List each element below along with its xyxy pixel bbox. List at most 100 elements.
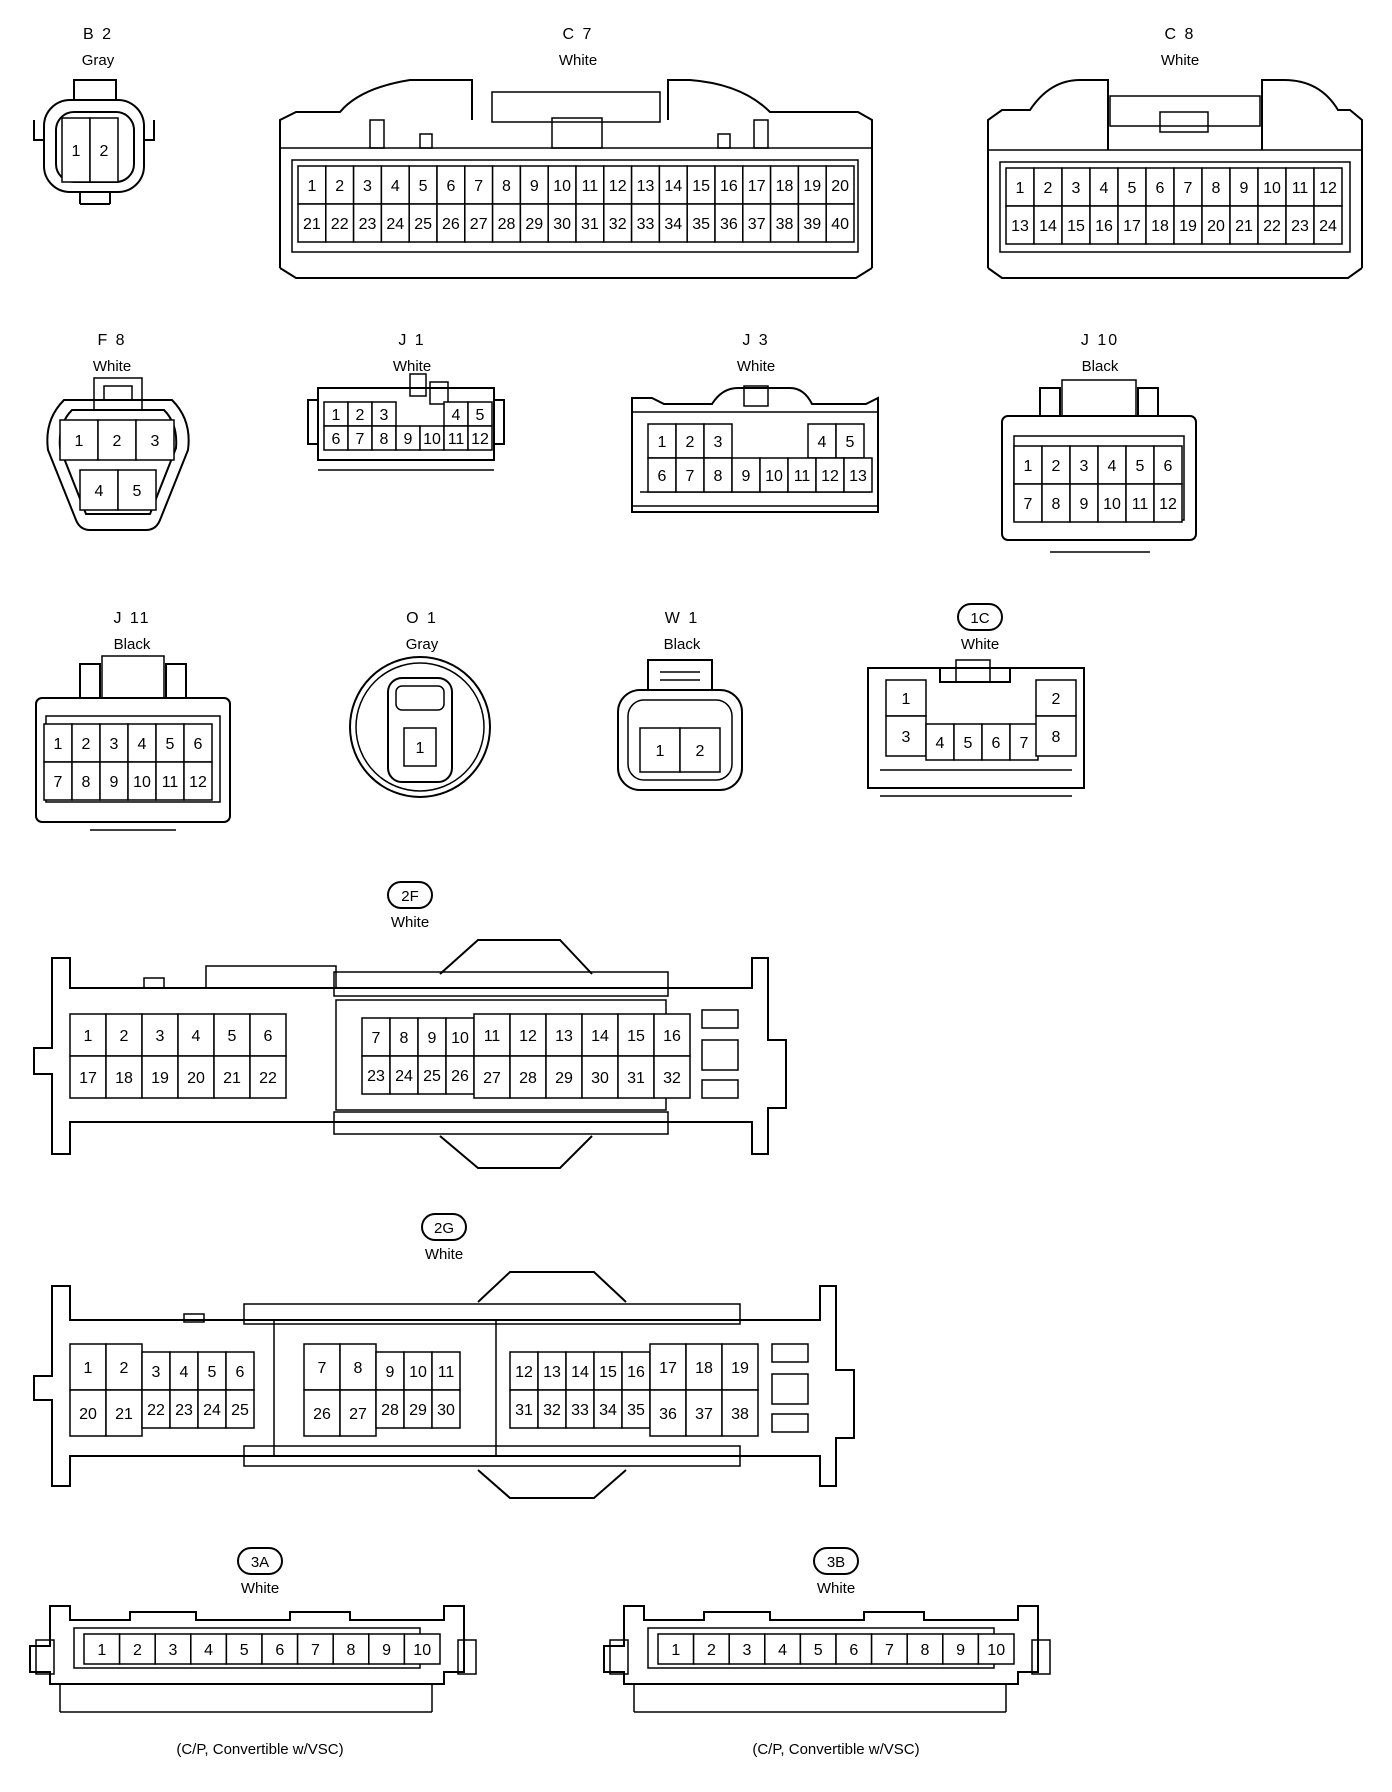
svg-text:11: 11	[582, 178, 599, 195]
svg-text:8: 8	[502, 178, 511, 195]
svg-text:1: 1	[671, 1642, 680, 1659]
connector-2F-pin-19: 19	[141, 1055, 179, 1099]
svg-text:39: 39	[803, 216, 821, 233]
connector-B2-color: Gray	[82, 52, 115, 69]
svg-text:6: 6	[236, 1364, 245, 1381]
connector-2G-pin-22: 22	[141, 1389, 171, 1429]
connector-2F-pin-27: 27	[473, 1055, 511, 1099]
svg-text:9: 9	[1080, 496, 1089, 513]
connector-C7-body	[279, 79, 873, 279]
connector-J11-pin-11: 11	[155, 761, 185, 801]
svg-text:16: 16	[627, 1364, 645, 1381]
svg-text:7: 7	[372, 1030, 381, 1047]
connector-1C-code: 1C	[970, 610, 989, 627]
connector-3A-color: White	[241, 1580, 279, 1597]
connector-C8-pin-18: 18	[1145, 205, 1175, 245]
connector-2F-pin-21: 21	[213, 1055, 251, 1099]
connector-J11-pin-10: 10	[127, 761, 157, 801]
connector-3B-pin-3: 3	[728, 1633, 766, 1665]
connector-2G-pin-12: 12	[509, 1351, 539, 1391]
svg-text:2: 2	[707, 1642, 716, 1659]
connector-2G-pin-26: 26	[303, 1389, 341, 1437]
svg-text:7: 7	[1020, 735, 1029, 752]
svg-text:15: 15	[692, 178, 710, 195]
connector-C8-pin-19: 19	[1173, 205, 1203, 245]
connector-C8-pin-20: 20	[1201, 205, 1231, 245]
svg-text:13: 13	[555, 1028, 573, 1045]
connector-3A-code: 3A	[251, 1554, 269, 1571]
svg-text:22: 22	[147, 1402, 165, 1419]
connector-2G-pin-10: 10	[403, 1351, 433, 1391]
svg-text:18: 18	[1151, 218, 1169, 235]
connector-C7-pin-25: 25	[408, 203, 438, 243]
svg-text:2: 2	[82, 736, 91, 753]
connector-2F-pin-31: 31	[617, 1055, 655, 1099]
connector-1C-pin-5: 5	[953, 723, 983, 761]
connector-C8-pin-15: 15	[1061, 205, 1091, 245]
connector-C8-pin-16: 16	[1089, 205, 1119, 245]
svg-text:8: 8	[354, 1360, 363, 1377]
connector-2G-pin-28: 28	[375, 1389, 405, 1429]
svg-text:26: 26	[313, 1406, 331, 1423]
connector-2F-pin-14: 14	[581, 1013, 619, 1057]
svg-text:2: 2	[100, 143, 109, 160]
connector-W1-code: W 1	[665, 610, 699, 627]
svg-text:8: 8	[714, 468, 723, 485]
connector-2G-pin-33: 33	[565, 1389, 595, 1429]
svg-text:6: 6	[332, 431, 341, 448]
connector-2G-pin-24: 24	[197, 1389, 227, 1429]
svg-text:22: 22	[259, 1070, 277, 1087]
svg-text:10: 10	[987, 1642, 1005, 1659]
connector-C8-code: C 8	[1165, 26, 1196, 43]
svg-text:3: 3	[380, 407, 389, 424]
svg-text:7: 7	[356, 431, 365, 448]
svg-text:30: 30	[591, 1070, 609, 1087]
connector-2G-pin-9: 9	[375, 1351, 405, 1391]
svg-text:7: 7	[885, 1642, 894, 1659]
connector-1C-code-oval	[957, 603, 1003, 631]
connector-2G-pin-16: 16	[621, 1351, 651, 1391]
svg-text:4: 4	[204, 1642, 213, 1659]
svg-text:25: 25	[231, 1402, 249, 1419]
svg-text:4: 4	[1100, 180, 1109, 197]
svg-text:24: 24	[1319, 218, 1337, 235]
connector-C8-pin-11: 11	[1285, 167, 1315, 207]
svg-text:23: 23	[359, 216, 377, 233]
connector-C7-pin-38: 38	[769, 203, 800, 243]
svg-text:5: 5	[814, 1642, 823, 1659]
svg-text:32: 32	[663, 1070, 681, 1087]
svg-text:7: 7	[686, 468, 695, 485]
connector-2F-pin-32: 32	[653, 1055, 691, 1099]
svg-text:26: 26	[442, 216, 460, 233]
connector-2G-pin-30: 30	[431, 1389, 461, 1429]
connector-C8-pin-4: 4	[1089, 167, 1119, 207]
connector-2F-pin-28: 28	[509, 1055, 547, 1099]
svg-text:1: 1	[97, 1642, 106, 1659]
svg-text:18: 18	[776, 178, 794, 195]
svg-text:5: 5	[476, 407, 485, 424]
svg-text:6: 6	[194, 736, 203, 753]
svg-text:1: 1	[416, 740, 425, 757]
connector-2G-side-slots	[771, 1343, 809, 1433]
svg-text:21: 21	[223, 1070, 241, 1087]
connector-2F-pin-1: 1	[69, 1013, 107, 1057]
connector-2F-pin-11: 11	[473, 1013, 511, 1057]
connector-2G-pin-17: 17	[649, 1343, 687, 1391]
connector-C7-pin-17: 17	[742, 165, 772, 205]
svg-text:2: 2	[356, 407, 365, 424]
svg-text:29: 29	[555, 1070, 573, 1087]
connector-J1-pin-2: 2	[347, 401, 373, 427]
svg-text:28: 28	[519, 1070, 537, 1087]
connector-C8-pin-12: 12	[1313, 167, 1343, 207]
svg-text:3: 3	[714, 434, 723, 451]
connector-J10-color: Black	[1082, 358, 1119, 375]
svg-text:13: 13	[1011, 218, 1029, 235]
connector-B2-code: B 2	[83, 26, 113, 43]
svg-text:7: 7	[318, 1360, 327, 1377]
svg-text:4: 4	[192, 1028, 201, 1045]
connector-J3-pin-12: 12	[815, 457, 845, 493]
svg-text:4: 4	[391, 178, 400, 195]
connector-3B-color: White	[817, 1580, 855, 1597]
svg-text:12: 12	[821, 468, 839, 485]
connector-2F-pin-5: 5	[213, 1013, 251, 1057]
